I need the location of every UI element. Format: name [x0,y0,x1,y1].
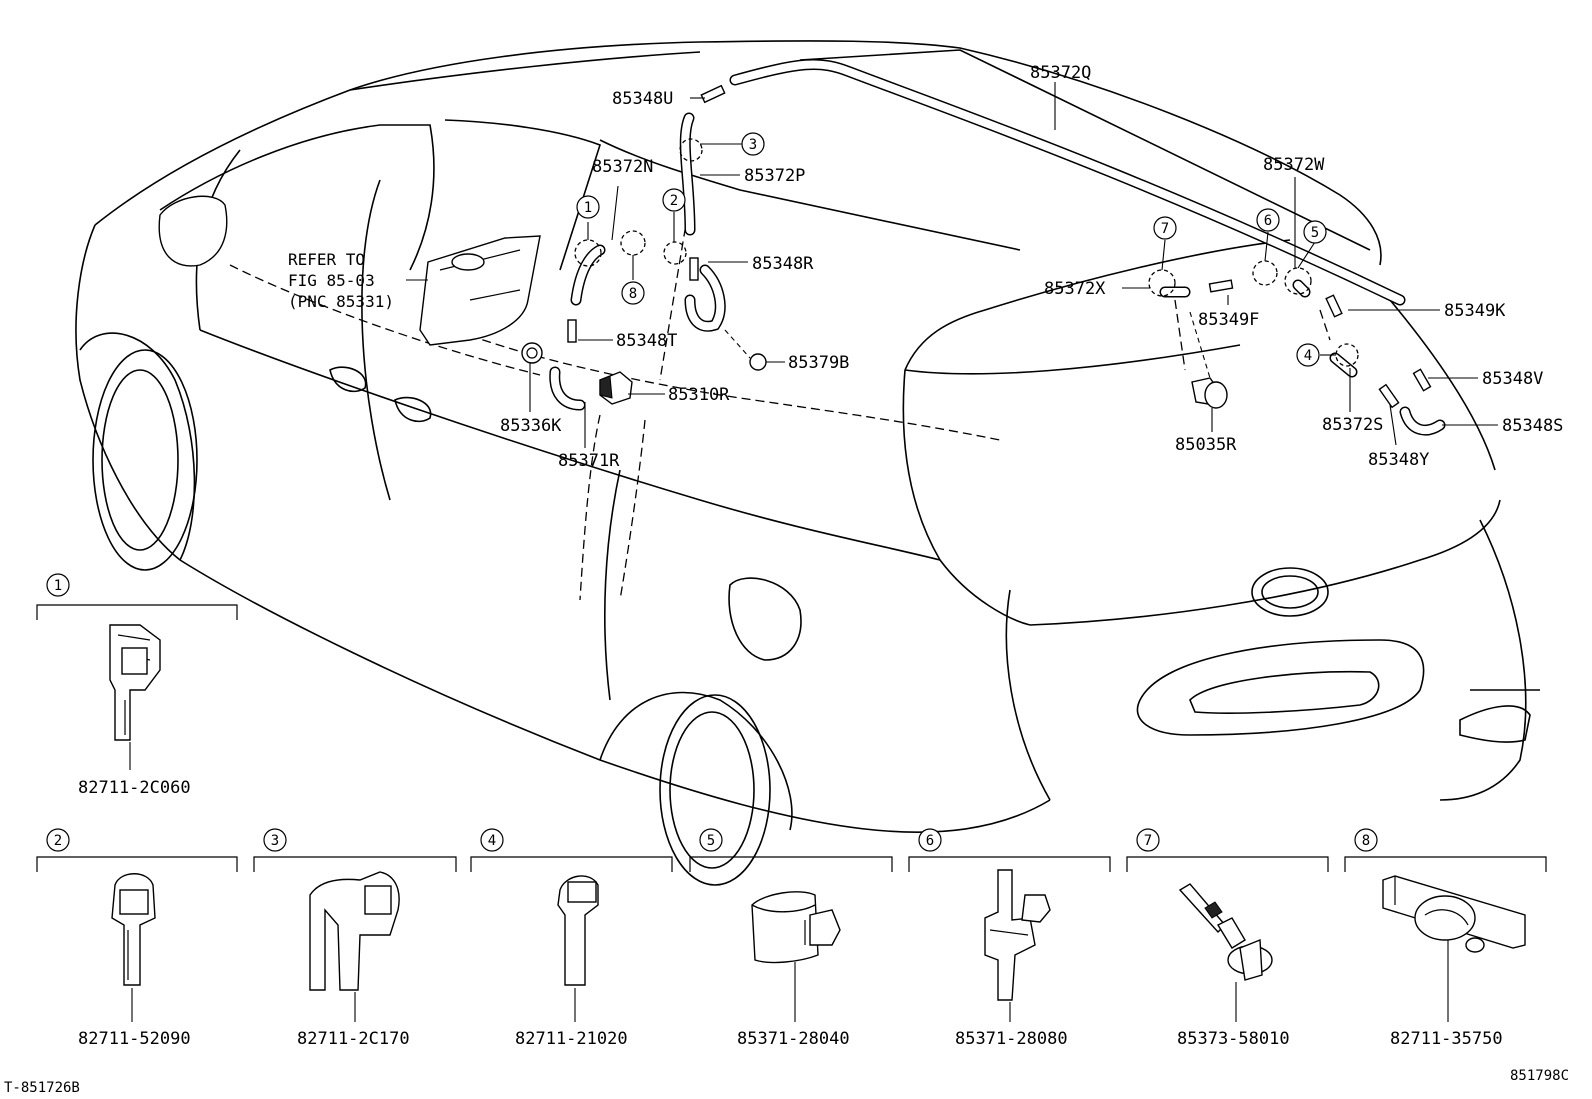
detail-8: 8 82711-35750 [1344,828,1547,1049]
detail-5-part-no: 85371-28040 [737,1029,850,1049]
detail-6-part-no: 85371-28080 [955,1029,1068,1049]
hose-routing-guides [229,199,1331,601]
vehicle-outline [75,40,1540,886]
label-85035R: 85035R [1175,435,1237,455]
label-85348R: 85348R [752,254,814,274]
marker-6: 6 [1264,213,1272,229]
marker-3: 3 [749,137,757,153]
label-85348T: 85348T [616,331,677,351]
label-85349F: 85349F [1198,310,1259,330]
detail-5-index: 5 [707,833,715,849]
marker-1: 1 [584,200,592,216]
detail-4: 4 82711-21020 [470,828,673,1049]
label-85348Y: 85348Y [1368,450,1429,470]
footer-left-code: T-851726B [4,1080,80,1096]
footer-right-code: 851798C [1510,1068,1569,1084]
marker-8: 8 [629,286,637,302]
marker-2: 2 [670,193,678,209]
label-85372S: 85372S [1322,415,1383,435]
detail-1-part-no: 82711-2C060 [78,778,191,798]
detail-7-part-no: 85373-58010 [1177,1029,1290,1049]
detail-8-index: 8 [1362,833,1370,849]
label-85336K: 85336K [500,416,562,436]
label-85372X: 85372X [1044,279,1106,299]
detail-3-part-no: 82711-2C170 [297,1029,410,1049]
detail-3: 3 82711-2C170 [253,828,457,1049]
marker-4: 4 [1304,348,1312,364]
label-85348V: 85348V [1482,369,1543,389]
label-85372Q: 85372Q [1030,63,1091,83]
refer-note-line1: REFER TO [288,250,365,269]
detail-1: 1 82711-2C060 [36,573,238,798]
callout-labels: 85348U 85372Q 85372N 85372P 85348R 85348… [288,63,1563,471]
detail-7: 7 85373-58010 [1126,828,1329,1049]
detail-4-index: 4 [488,833,496,849]
detail-3-index: 3 [271,833,279,849]
label-85348S: 85348S [1502,416,1563,436]
washer-components [419,84,1432,409]
detail-7-index: 7 [1144,833,1152,849]
label-85349K: 85349K [1444,301,1506,321]
label-85372W: 85372W [1263,155,1325,175]
clip-markers: 1 2 3 4 5 6 7 8 [576,132,1327,367]
label-85379B: 85379B [788,353,849,373]
washer-hoses [549,59,1446,436]
label-85348U: 85348U [612,89,673,109]
detail-2-index: 2 [54,833,62,849]
leader-lines [406,82,1498,448]
detail-5: 5 85371-28040 [689,828,893,1049]
label-85310R: 85310R [668,385,730,405]
detail-4-part-no: 82711-21020 [515,1029,628,1049]
detail-6-index: 6 [926,833,934,849]
refer-note-line3: (PNC 85331) [288,292,394,311]
label-85372N: 85372N [592,157,653,177]
label-85371R: 85371R [558,451,620,471]
detail-1-index: 1 [54,578,62,594]
marker-7: 7 [1161,221,1169,237]
refer-note-line2: FIG 85-03 [288,271,375,290]
detail-2-part-no: 82711-52090 [78,1029,191,1049]
detail-6: 6 85371-28080 [908,828,1111,1049]
label-85372P: 85372P [744,166,805,186]
marker-5: 5 [1311,225,1319,241]
detail-8-part-no: 82711-35750 [1390,1029,1503,1049]
detail-2: 2 82711-52090 [36,828,238,1049]
